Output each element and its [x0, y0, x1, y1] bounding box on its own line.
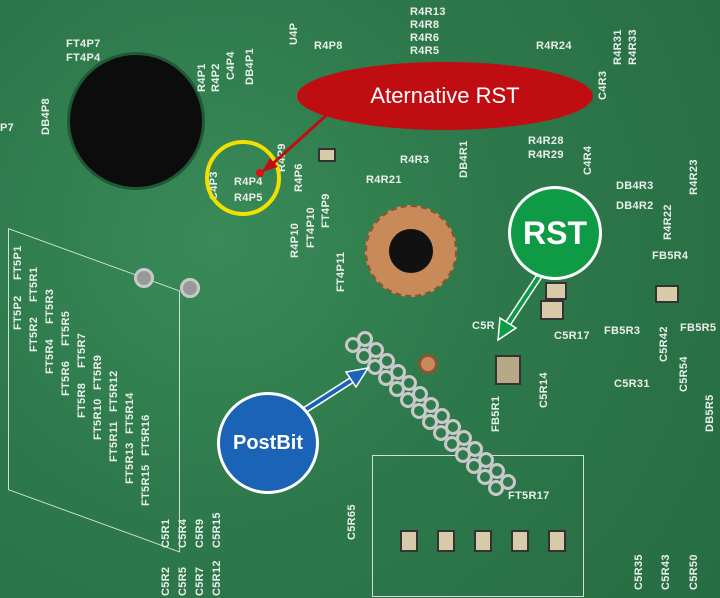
postbit-pad: [390, 364, 406, 380]
postbit-pad: [467, 441, 483, 457]
arrow-head: [344, 366, 370, 389]
silk-label: R4R5: [410, 45, 440, 57]
postbit-pad: [434, 408, 450, 424]
test-pad: [134, 268, 154, 288]
silk-label: FT5R17: [508, 490, 550, 502]
silk-label: FT4P7: [66, 38, 101, 50]
copper-pad: [418, 354, 438, 374]
postbit-pad: [456, 430, 472, 446]
capacitor: [511, 530, 529, 552]
postbit-pad: [368, 342, 384, 358]
silk-label: P7: [0, 122, 15, 134]
ring-hole: [389, 229, 433, 273]
silk-label: R4R3: [400, 154, 430, 166]
capacitor: [474, 530, 492, 552]
silk-label: R4R8: [410, 19, 440, 31]
alt-rst-point: [256, 169, 264, 177]
silk-label: C5R17: [554, 330, 590, 342]
postbit-pad: [401, 375, 417, 391]
resistor: [318, 148, 336, 162]
silk-label: DB4R2: [616, 200, 654, 212]
silk-label: R4R13: [410, 6, 446, 18]
arrow-head: [497, 316, 518, 342]
silk-label: R4R29: [528, 149, 564, 161]
postbit-pad: [489, 463, 505, 479]
mounting-hole: [70, 55, 202, 187]
silk-label: C5R31: [614, 378, 650, 390]
capacitor: [400, 530, 418, 552]
postbit-label: PostBit: [217, 392, 319, 494]
capacitor: [545, 282, 567, 300]
postbit-pad: [423, 397, 439, 413]
alternative-rst-label: Aternative RST: [297, 62, 593, 130]
copper-mounting-ring: [365, 205, 457, 297]
rst-arrow: [503, 273, 542, 330]
capacitor: [655, 285, 679, 303]
silk-label: FB5R4: [652, 250, 689, 262]
postbit-pad: [379, 353, 395, 369]
capacitor: [540, 300, 564, 320]
capacitor: [437, 530, 455, 552]
postbit-pad: [412, 386, 428, 402]
postbit-pad: [445, 419, 461, 435]
highlight-circle: [205, 140, 281, 216]
arrow-head: [262, 158, 278, 172]
silk-label: R4R6: [410, 32, 440, 44]
silk-label: DB4R3: [616, 180, 654, 192]
silk-label: R4R21: [366, 174, 402, 186]
postbit-pad: [500, 474, 516, 490]
rst-label: RST: [508, 186, 602, 280]
postbit-pad: [357, 331, 373, 347]
silk-label: C5R: [472, 320, 495, 332]
capacitor: [495, 355, 521, 385]
silk-label: FB5R5: [680, 322, 717, 334]
silk-label: R4R28: [528, 135, 564, 147]
postbit-arrow: [303, 376, 357, 412]
test-pad: [180, 278, 200, 298]
silk-label: R4R24: [536, 40, 572, 52]
silk-label: FB5R3: [604, 325, 641, 337]
silk-label: R4P8: [314, 40, 343, 52]
alt-rst-arrow: [266, 110, 332, 170]
silk-label: FT4P4: [66, 52, 101, 64]
postbit-pad: [478, 452, 494, 468]
capacitor: [548, 530, 566, 552]
